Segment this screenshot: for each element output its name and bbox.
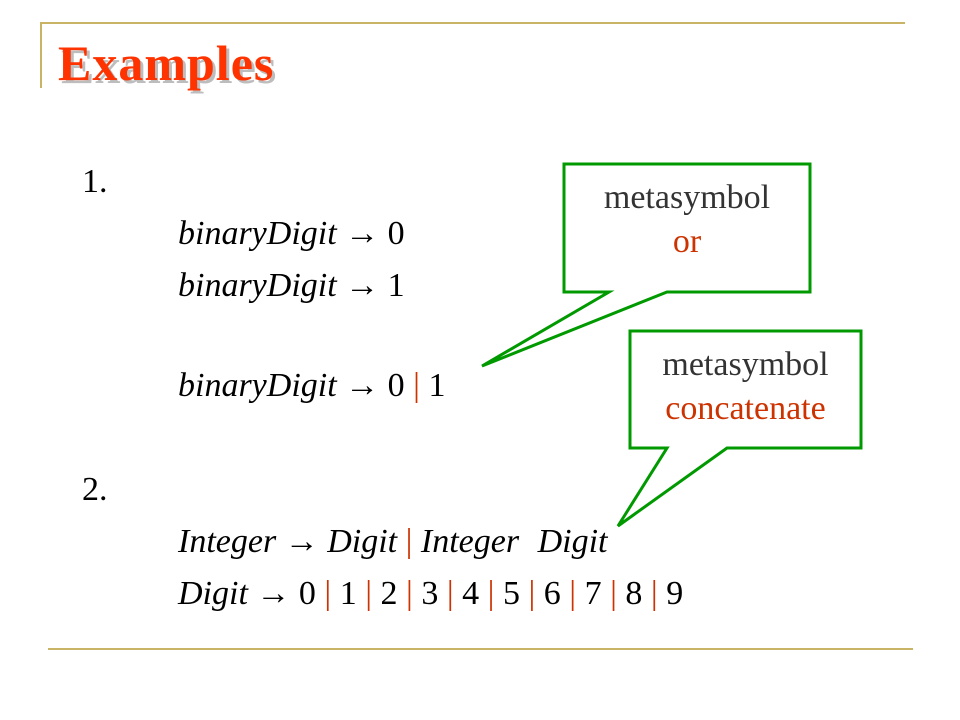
digit-value: 5: [502, 575, 520, 612]
rule-lhs: binaryDigit: [178, 267, 337, 304]
arrow-symbol: →: [345, 267, 380, 304]
top-rule: [40, 22, 905, 24]
rule-alt-2a: Integer: [420, 523, 520, 560]
digit-value: 3: [421, 575, 439, 612]
rule-alt-2b: Digit: [537, 523, 608, 560]
rule-lhs: binaryDigit: [178, 367, 337, 404]
or-metasymbol: |: [569, 575, 577, 612]
digit-value: 7: [584, 575, 602, 612]
arrow-symbol: →: [256, 575, 291, 612]
callout-concatenate: metasymbol concatenate: [630, 343, 861, 431]
or-metasymbol: |: [487, 575, 495, 612]
bottom-rule: [48, 648, 913, 650]
or-metasymbol: |: [405, 523, 413, 560]
rule-rhs: 0: [387, 215, 405, 252]
digit-value: 8: [625, 575, 643, 612]
digit-value: 6: [543, 575, 561, 612]
rule-lhs: Integer: [178, 523, 277, 560]
rule-rhs-left: 0: [387, 367, 405, 404]
or-metasymbol: |: [365, 575, 373, 612]
arrow-symbol: →: [345, 367, 380, 404]
left-rule: [40, 22, 42, 88]
callout-concatenate-bubble: [616, 329, 863, 528]
digit-value: 0: [298, 575, 316, 612]
digit-value: 2: [380, 575, 398, 612]
or-metasymbol: |: [324, 575, 332, 612]
slide-title: Examples: [58, 35, 275, 91]
or-metasymbol: |: [446, 575, 454, 612]
or-metasymbol: |: [528, 575, 536, 612]
rule-binarydigit-0: binaryDigit → 0: [178, 214, 405, 254]
arrow-symbol: →: [284, 523, 319, 560]
or-metasymbol: |: [413, 367, 420, 404]
arrow-symbol: →: [345, 215, 380, 252]
callout-or: metasymbol or: [564, 176, 810, 264]
rule-alt-1: Digit: [327, 523, 398, 560]
example-1-number: 1.: [82, 163, 108, 200]
or-metasymbol: |: [610, 575, 617, 612]
rule-digit: Digit → 0 | 1 | 2 | 3 | 4 | 5 | 6 | 7 | …: [178, 574, 683, 614]
or-metasymbol: |: [406, 575, 413, 612]
callout-or-bubble: [481, 162, 812, 368]
rule-lhs: binaryDigit: [178, 215, 337, 252]
rule-binarydigit-combined: binaryDigit → 0 | 1: [178, 366, 445, 406]
callout-concatenate-line1: metasymbol: [662, 346, 829, 383]
rule-lhs: Digit: [178, 575, 248, 612]
digit-value: 9: [666, 575, 684, 612]
rule-integer: Integer → Digit | Integer Digit: [178, 522, 608, 562]
digit-value: 1: [339, 575, 357, 612]
or-metasymbol: |: [650, 575, 658, 612]
callout-concatenate-line2: concatenate: [665, 390, 826, 427]
callout-or-line2: or: [672, 223, 702, 260]
example-2-number: 2.: [82, 471, 108, 508]
digit-alternatives: 0 | 1 | 2 | 3 | 4 | 5 | 6 | 7 | 8 | 9: [299, 575, 683, 612]
digit-value: 4: [462, 575, 480, 612]
callout-or-line1: metasymbol: [603, 179, 771, 216]
rule-rhs: 1: [387, 267, 405, 304]
rule-rhs-right: 1: [428, 367, 446, 404]
rule-binarydigit-1: binaryDigit → 1: [178, 266, 405, 306]
